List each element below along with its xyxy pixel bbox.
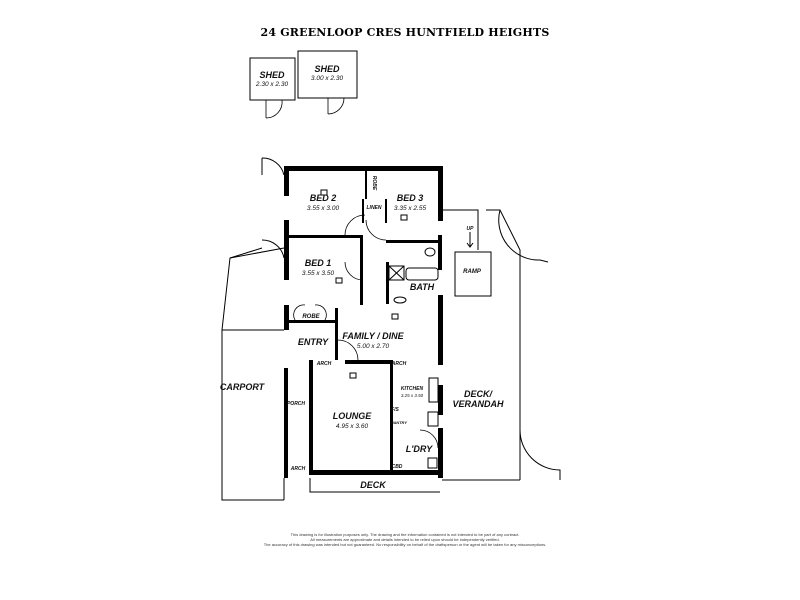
outbuilding-outlines (221, 157, 561, 501)
linen-label: LINEN (367, 205, 382, 211)
carport-label: CARPORT (220, 382, 266, 392)
walls (284, 166, 443, 478)
kitchen-label: KITCHEN (401, 386, 424, 392)
shed-1-dims: 2.30 x 2.30 (255, 81, 289, 88)
robe-label-bed1: ROBE (302, 314, 320, 320)
arch-label-porch: ARCH (290, 466, 306, 472)
disclaimer-line-2: All measurements are approximate and det… (310, 537, 499, 542)
bed2-label: BED 2 (310, 193, 337, 203)
deck-label: DECK (360, 480, 387, 490)
lounge-label: LOUNGE (333, 411, 372, 421)
verandah-label-line1: DECK/ (464, 389, 494, 399)
fs-label: F/S (391, 407, 399, 413)
shed-1-label: SHED (259, 70, 285, 80)
door-swings (293, 214, 439, 449)
bed1-label: BED 1 (305, 258, 332, 268)
laundry-label: L'DRY (406, 444, 433, 454)
arch-label-kitchen: ARCH (391, 361, 407, 367)
shed-2-dims: 3.00 x 2.30 (311, 75, 344, 82)
family-dine-dims: 5.00 x 2.70 (357, 343, 390, 350)
lounge-dims: 4.95 x 3.60 (336, 423, 369, 430)
robe-label-bed2: ROBE (371, 176, 377, 191)
shed-2-label: SHED (314, 64, 340, 74)
shed-1: SHED 2.30 x 2.30 (249, 57, 296, 119)
bath-label: BATH (410, 282, 435, 292)
entry-label: ENTRY (298, 337, 329, 347)
disclaimer: This drawing is for illustration purpose… (264, 532, 547, 547)
ramp-label: RAMP (463, 269, 482, 275)
bed3-dims: 3.35 x 2.55 (394, 205, 427, 212)
disclaimer-line-3: The accuracy of this drawing was intende… (264, 542, 547, 547)
bed3-label: BED 3 (397, 193, 424, 203)
kitchen-dims: 3.25 x 3.50 (401, 393, 424, 398)
cbd-label: CBD (392, 464, 403, 470)
shed-2: SHED 3.00 x 2.30 (297, 50, 358, 115)
bed2-dims: 3.55 x 3.00 (307, 205, 340, 212)
plan-title: 24 GREENLOOP CRES HUNTFIELD HEIGHTS (260, 26, 549, 39)
family-dine-label: FAMILY / DINE (342, 331, 404, 341)
fixtures (320, 189, 439, 469)
arch-label-entry: ARCH (316, 361, 332, 367)
pantry-label: PANTRY (391, 420, 407, 425)
disclaimer-line-1: This drawing is for illustration purpose… (291, 532, 520, 537)
up-label: UP (467, 226, 475, 232)
porch-label: PORCH (287, 401, 305, 407)
verandah-label-line2: VERANDAH (452, 399, 504, 409)
room-labels: BED 2 3.55 x 3.00 BED 3 3.35 x 2.55 LINE… (220, 176, 504, 490)
bed1-dims: 3.55 x 3.50 (302, 270, 335, 277)
